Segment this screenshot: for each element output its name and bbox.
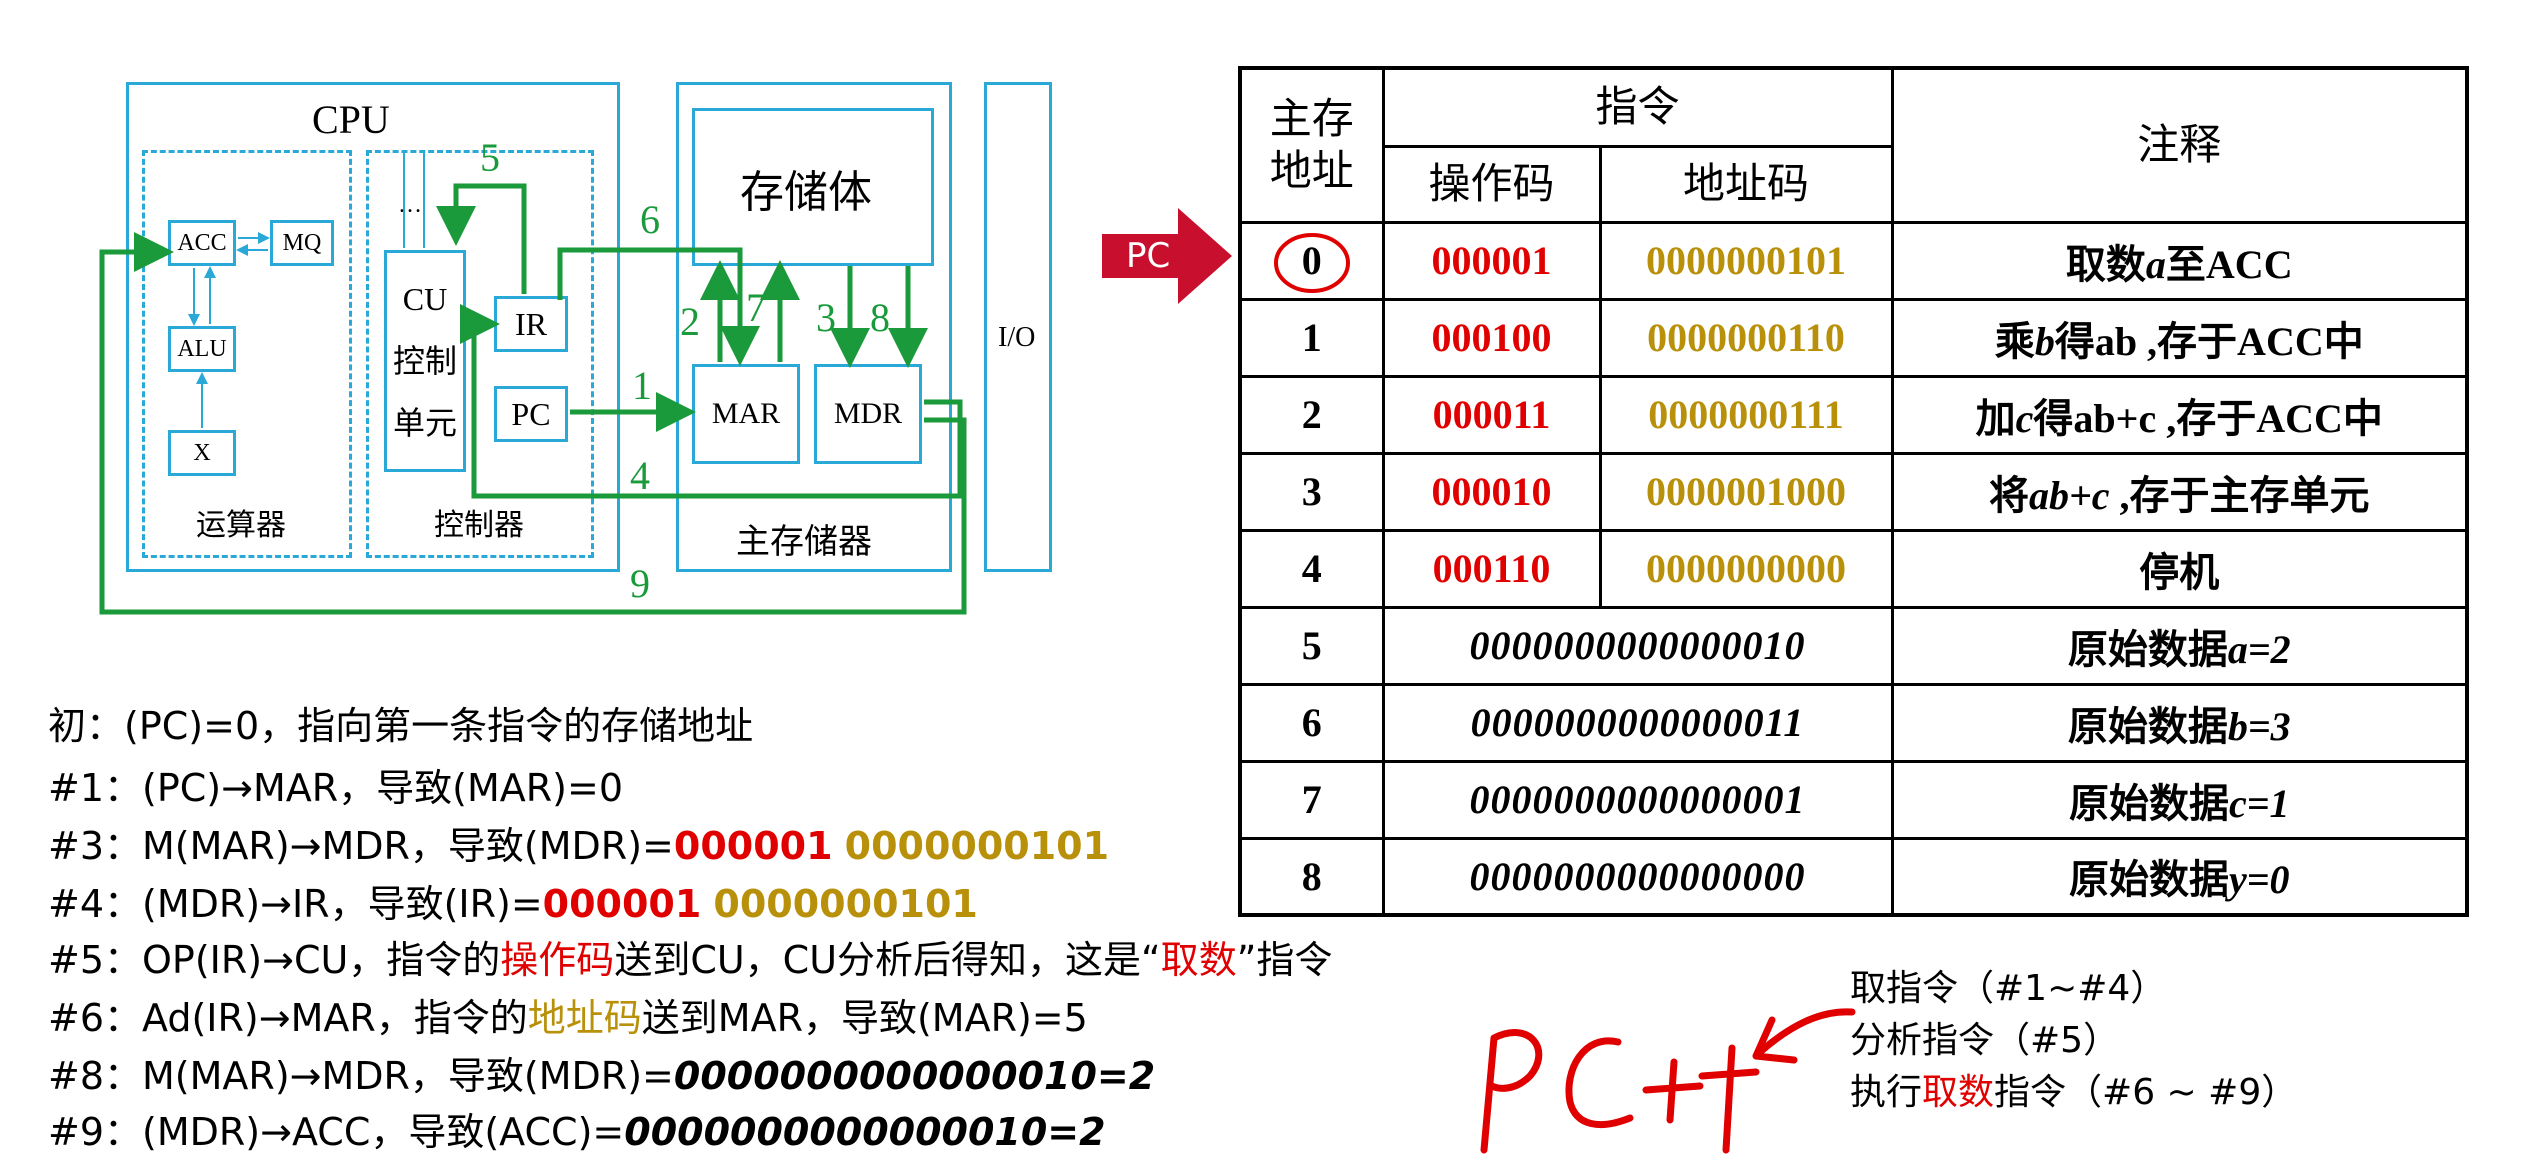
table-row: 7 0000000000000001 原始数据c=1 [1238,759,2469,840]
data-word-cell: 0000000000000000 [1381,836,1894,917]
comment-cell: 取数a至ACC [1890,220,2469,301]
pc-pointer-arrow [1102,208,1232,304]
path-number-4: 4 [630,453,650,498]
header-addrcode: 地址码 [1598,144,1894,224]
address-cell: 6 [1238,682,1385,763]
storage-body-label: 存储体 [740,167,872,218]
addrcode-cell: 0000000000 [1598,528,1894,609]
opcode-cell: 000110 [1381,528,1602,609]
step-init: 初：(PC)=0，指向第一条指令的存储地址 [48,704,754,748]
path-number-9: 9 [630,561,650,606]
handwritten-pc-increment [1480,1008,1856,1154]
io-label: I/O [998,322,1036,353]
circle-mark [1274,232,1350,293]
header-opcode: 操作码 [1381,144,1602,224]
path-number-1: 1 [632,363,652,408]
path-number-7: 7 [746,285,766,330]
address-cell: 2 [1238,374,1385,455]
alu-group-label: 运算器 [196,508,286,543]
comment-cell: 原始数据c=1 [1890,759,2469,840]
header-address: 主存地址 [1238,66,1385,224]
step-1: #1：(PC)→MAR，导致(MAR)=0 [48,766,623,810]
cpu-box [126,82,620,572]
path-number-8: 8 [870,295,890,340]
step-8: #8：M(MAR)→MDR，导致(MDR)=0000000000000010=2 [48,1054,1156,1098]
pc-register: PC [494,386,568,442]
path-number-2: 2 [680,299,700,344]
ctrl-group-box [366,150,594,558]
comment-cell: 原始数据y=0 [1890,836,2469,917]
table-row: 1 000100 0000000110 乘b得ab ,存于ACC中 [1238,297,2469,378]
legend-decode: 分析指令（#5） [1850,1020,2120,1061]
storage-body-box [692,108,934,266]
table-row: 8 0000000000000000 原始数据y=0 [1238,836,2469,917]
step-9: #9：(MDR)→ACC，导致(ACC)=0000000000000010=2 [48,1110,1106,1154]
ctrl-group-label: 控制器 [434,508,524,543]
alu-group-box [142,150,352,558]
address-cell: 4 [1238,528,1385,609]
addrcode-cell: 0000000111 [1598,374,1894,455]
comment-cell: 乘b得ab ,存于ACC中 [1890,297,2469,378]
table-row: 0 000001 0000000101 取数a至ACC [1238,220,2469,301]
addrcode-cell: 0000001000 [1598,451,1894,532]
comment-cell: 原始数据a=2 [1890,605,2469,686]
table-row: 4 000110 0000000000 停机 [1238,528,2469,609]
diagram-paths [99,152,967,615]
header-instruction: 指令 [1381,66,1894,148]
step-6: #6：Ad(IR)→MAR，指令的地址码送到MAR，导致(MAR)=5 [48,996,1088,1040]
opcode-cell: 000011 [1381,374,1602,455]
step-4: #4：(MDR)→IR，导致(IR)=000001 0000000101 [48,882,978,926]
address-cell: 7 [1238,759,1385,840]
address-cell: 3 [1238,451,1385,532]
comment-cell: 将ab+c ,存于主存单元 [1890,451,2469,532]
pc-pointer-label: PC [1126,236,1171,276]
cpu-title: CPU [312,97,390,142]
table-row: 2 000011 0000000111 加c得ab+c ,存于ACC中 [1238,374,2469,455]
cu-dots: … [398,192,422,218]
legend-fetch: 取指令（#1~#4） [1850,968,2167,1009]
comment-cell: 停机 [1890,528,2469,609]
step-5: #5：OP(IR)→CU，指令的操作码送到CU，CU分析后得知，这是“取数”指令 [48,938,1333,982]
legend-execute: 执行取数指令（#6 ~ #9） [1850,1072,2298,1113]
opcode-cell: 000010 [1381,451,1602,532]
address-cell: 5 [1238,605,1385,686]
opcode-cell: 000100 [1381,297,1602,378]
x-register: X [168,430,236,476]
data-word-cell: 0000000000000010 [1381,605,1894,686]
main-memory-box [676,82,952,572]
step-3: #3：M(MAR)→MDR，导致(MDR)=000001 0000000101 [48,824,1110,868]
comment-cell: 加c得ab+c ,存于ACC中 [1890,374,2469,455]
path-number-5: 5 [480,135,500,180]
address-cell: 8 [1238,836,1385,917]
address-cell: 0 [1238,220,1385,301]
path-number-6: 6 [640,197,660,242]
main-memory-label: 主存储器 [736,522,872,562]
alu-unit: ALU [168,326,236,372]
mq-register: MQ [270,220,334,266]
table-row: 6 0000000000000011 原始数据b=3 [1238,682,2469,763]
cu-unit: CU 控制 单元 [384,250,466,472]
address-cell: 1 [1238,297,1385,378]
comment-cell: 原始数据b=3 [1890,682,2469,763]
addrcode-cell: 0000000101 [1598,220,1894,301]
table-row: 5 0000000000000010 原始数据a=2 [1238,605,2469,686]
data-word-cell: 0000000000000011 [1381,682,1894,763]
path-number-3: 3 [816,295,836,340]
data-word-cell: 0000000000000001 [1381,759,1894,840]
opcode-cell: 000001 [1381,220,1602,301]
table-row: 3 000010 0000001000 将ab+c ,存于主存单元 [1238,451,2469,532]
header-comment: 注释 [1890,66,2469,224]
addrcode-cell: 0000000110 [1598,297,1894,378]
memory-table: 主存地址 指令 注释 操作码 地址码 0 000001 0000000101 取… [1238,66,2470,917]
io-box [984,82,1052,572]
